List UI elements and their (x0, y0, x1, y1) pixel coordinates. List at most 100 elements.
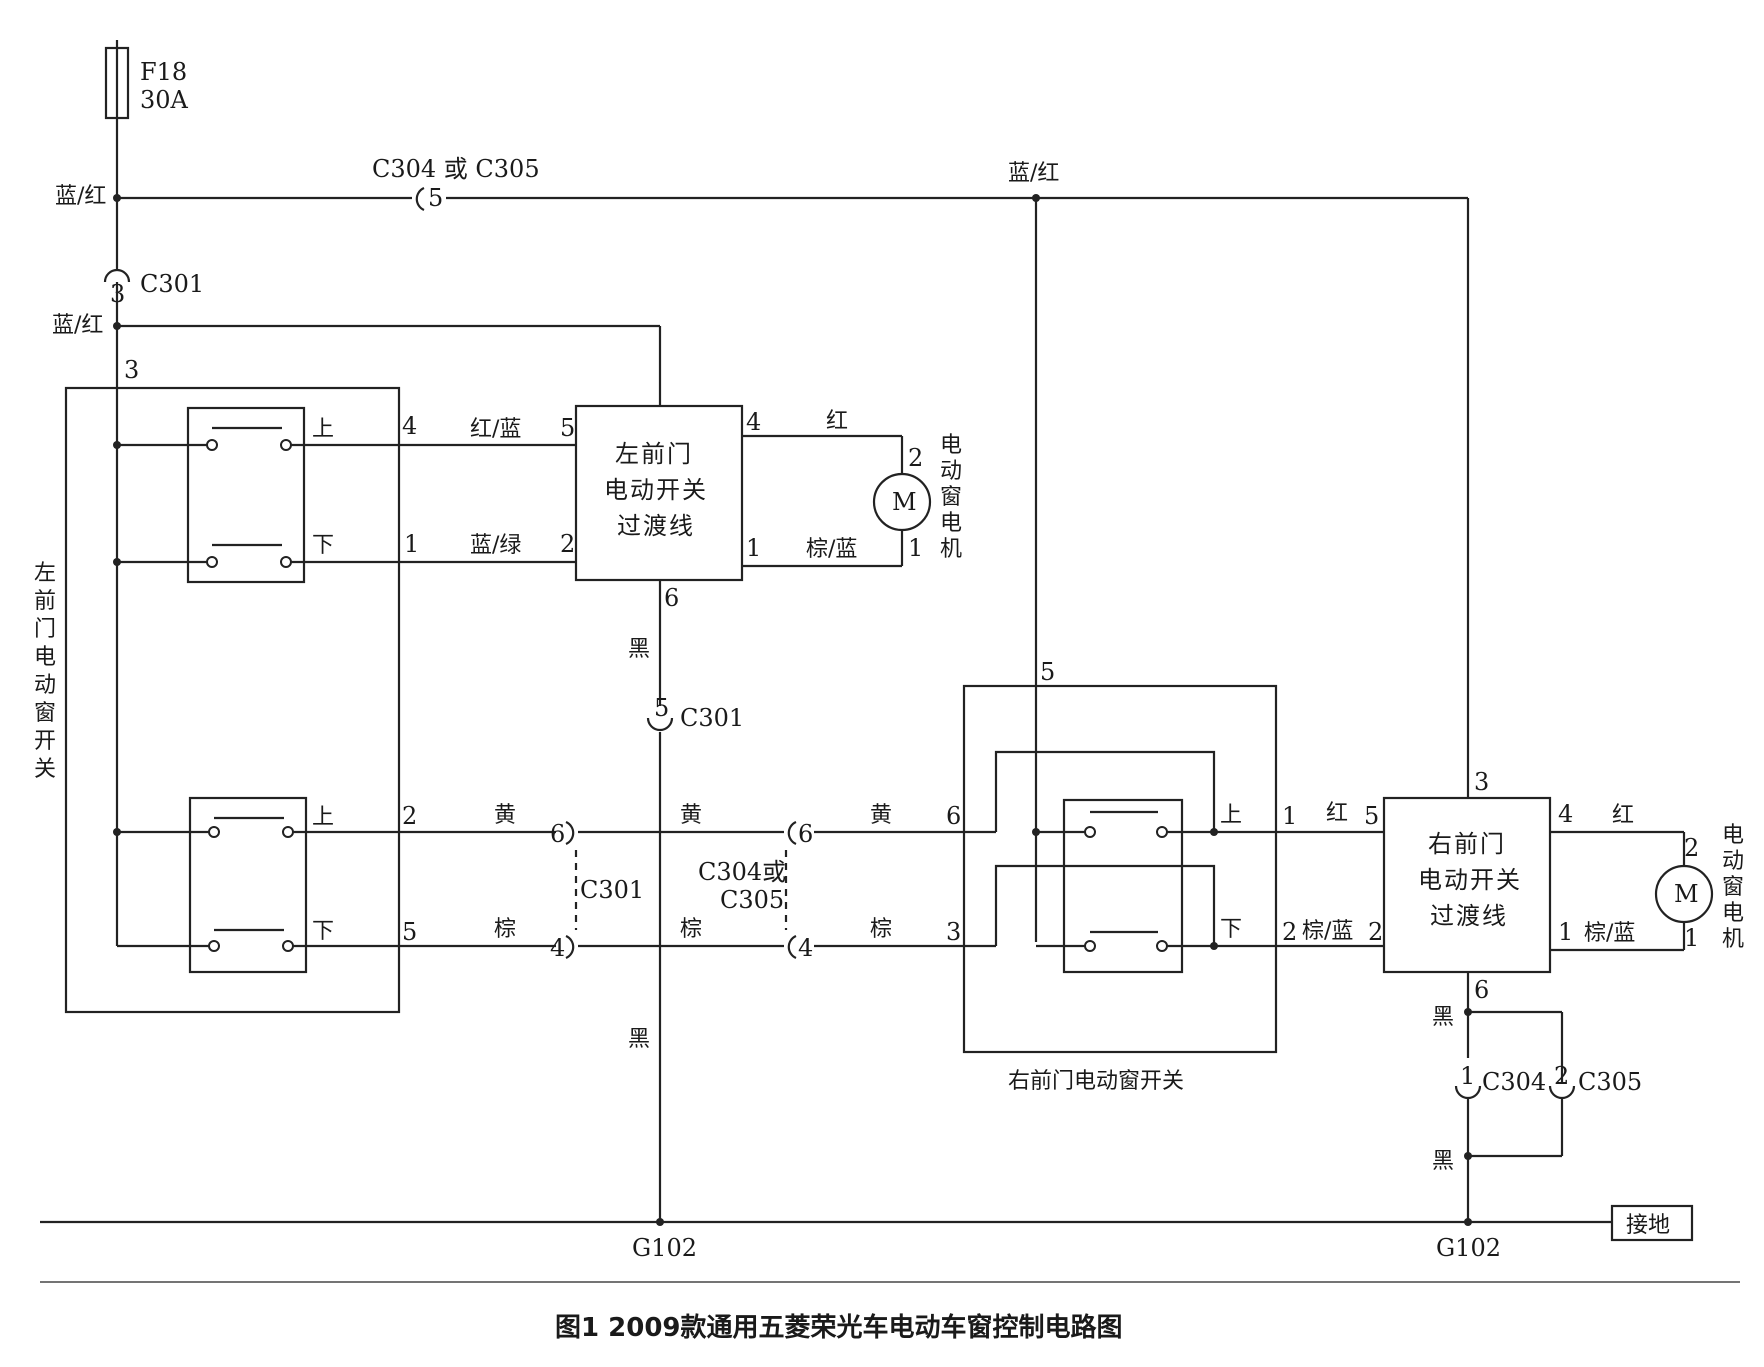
wire-red-label-right-2: 红 (1612, 803, 1634, 828)
left-window-switch (64, 386, 401, 1014)
right-adapter-pin-3: 3 (1474, 768, 1489, 796)
wire-blue-red-label-1: 蓝/红 (55, 184, 106, 209)
wire-brown-blue-label-right-1: 棕/蓝 (1302, 919, 1353, 944)
left-switch-label-c0: 左 (34, 561, 56, 586)
left-motor-label-c3: 电 (940, 511, 962, 536)
pin-5-top: 5 (428, 184, 443, 212)
pin-3-left-switch: 3 (124, 356, 139, 384)
connector-c305-inline: C305 (720, 886, 784, 914)
right-motor-label-c3: 电 (1722, 901, 1744, 926)
right-switch-pin-5: 5 (1040, 658, 1055, 686)
right-adapter-line2: 电动开关 (1418, 866, 1522, 894)
connector-c301-mid: C301 (680, 704, 744, 732)
left-driver-switch (186, 406, 306, 584)
right-adapter-pin-6: 6 (1474, 976, 1489, 1004)
wire-red-blue-label: 红/蓝 (470, 417, 521, 442)
right-adapter-pin-1: 1 (1558, 918, 1573, 946)
left-motor-label-c1: 动 (940, 459, 962, 484)
ground-box (1610, 1204, 1694, 1242)
c304-pin-4: 4 (798, 934, 813, 962)
right-motor-symbol: M (1674, 880, 1699, 908)
left-switch-label-c6: 开 (34, 729, 56, 754)
left-switch-label: 左 前 门 电 动 窗 开 关 (34, 561, 63, 782)
left-motor-symbol: M (892, 488, 917, 516)
connector-c301-top: C301 (140, 270, 204, 298)
ground-g102-left: G102 (632, 1234, 697, 1262)
fuse-rating: 30A (140, 86, 189, 114)
pin-5-c301-lower: 5 (654, 694, 669, 722)
left-adapter-line1: 左前门 (615, 440, 693, 468)
right-motor-label: 电 动 窗 电 机 (1722, 823, 1751, 952)
left-motor-label: 电 动 窗 电 机 (940, 433, 969, 562)
wire-yellow-label-3: 黄 (870, 803, 892, 828)
wire-black-label-3: 黑 (1432, 1005, 1454, 1030)
left-motor-label-c4: 机 (940, 537, 962, 562)
left-lower-up-label: 上 (312, 805, 334, 830)
connector-c305-right: C305 (1578, 1068, 1642, 1096)
left-switch-label-c3: 电 (34, 645, 56, 670)
left-upper-down-label: 下 (312, 533, 334, 558)
left-lower-down-label: 下 (312, 919, 334, 944)
right-window-switch (962, 684, 1278, 1054)
c305-pin-2: 2 (1554, 1062, 1569, 1090)
left-adapter-pin-4: 4 (746, 408, 761, 436)
right-adapter-line3: 过渡线 (1430, 902, 1508, 930)
right-inner-switch (1062, 798, 1184, 974)
wire-brown-blue-label-left: 棕/蓝 (806, 537, 857, 562)
wire-red-label-left: 红 (826, 409, 848, 434)
right-motor-label-c1: 动 (1722, 849, 1744, 874)
left-switch-pin-4: 4 (402, 412, 417, 440)
left-switch-label-c5: 窗 (34, 701, 56, 726)
right-switch-label: 右前门电动窗开关 (1008, 1069, 1184, 1094)
wire-red-label-right-1: 红 (1326, 801, 1348, 826)
wire-brown-label-2: 棕 (680, 917, 702, 942)
ground-g102-right: G102 (1436, 1234, 1501, 1262)
left-switch-pin-1: 1 (404, 530, 419, 558)
left-adapter-pin-1: 1 (746, 534, 761, 562)
left-motor-label-c2: 窗 (940, 485, 962, 510)
right-switch-pin-2: 2 (1282, 918, 1297, 946)
wire-black-label-4: 黑 (1432, 1149, 1454, 1174)
connector-c304-or: C304或 (698, 858, 786, 886)
c304-pin-6: 6 (798, 820, 813, 848)
figure-caption: 图1 2009款通用五菱荣光车电动车窗控制电路图 (555, 1312, 1123, 1343)
wire-brown-label-1: 棕 (494, 917, 516, 942)
right-switch-pin-6: 6 (946, 802, 961, 830)
wire-black-label-2: 黑 (628, 1027, 650, 1052)
fuse-name: F18 (140, 58, 187, 86)
right-motor-label-c2: 窗 (1722, 875, 1744, 900)
wire-brown-label-3: 棕 (870, 917, 892, 942)
wire-blue-red-label-3: 蓝/红 (52, 313, 103, 338)
right-switch-pin-3: 3 (946, 918, 961, 946)
left-adapter-pin-6: 6 (664, 584, 679, 612)
right-switch-up-label: 上 (1220, 803, 1242, 828)
c301-pin-4: 4 (550, 934, 565, 962)
right-switch-down-label: 下 (1220, 917, 1242, 942)
c301-pin-6: 6 (550, 820, 565, 848)
left-motor-pin-2: 2 (908, 444, 923, 472)
connector-c304-right: C304 (1482, 1068, 1546, 1096)
right-adapter-pin-2: 2 (1368, 918, 1383, 946)
wire-black-label-1: 黑 (628, 637, 650, 662)
ground-label: 接地 (1626, 1213, 1670, 1238)
left-adapter-pin-2: 2 (560, 530, 575, 558)
right-adapter-pin-4: 4 (1558, 800, 1573, 828)
wire-brown-blue-label-right-2: 棕/蓝 (1584, 921, 1635, 946)
right-motor-label-c4: 机 (1722, 927, 1744, 952)
right-switch-pin-1: 1 (1282, 802, 1297, 830)
right-motor-pin-1: 1 (1684, 924, 1699, 952)
left-adapter-line2: 电动开关 (604, 476, 708, 504)
connector-c304-c305-top: C304 或 C305 (372, 155, 540, 183)
right-motor-label-c0: 电 (1722, 823, 1744, 848)
left-motor-label-c0: 电 (940, 433, 962, 458)
left-passenger-switch (188, 796, 308, 974)
c304-pin-1: 1 (1460, 1062, 1475, 1090)
left-switch-pin-5: 5 (402, 918, 417, 946)
wire-blue-green-label: 蓝/绿 (470, 533, 521, 558)
left-switch-pin-2: 2 (402, 802, 417, 830)
left-adapter-pin-5: 5 (560, 414, 575, 442)
wire-blue-red-label-2: 蓝/红 (1008, 161, 1059, 186)
left-switch-label-c1: 前 (34, 589, 56, 614)
right-motor-pin-2: 2 (1684, 834, 1699, 862)
